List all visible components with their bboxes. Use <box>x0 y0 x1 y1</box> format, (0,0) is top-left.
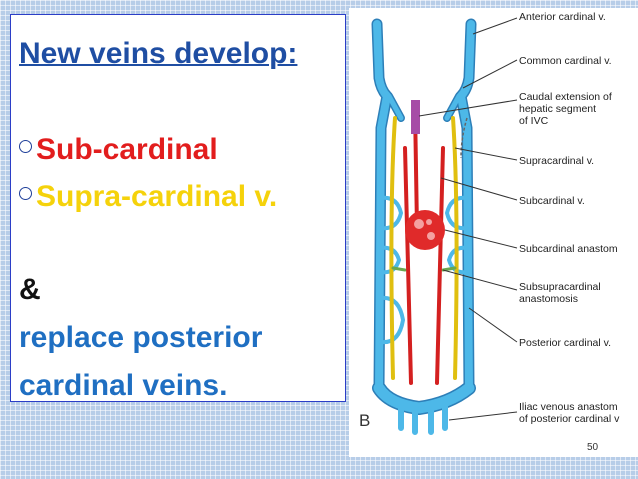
label-subcardinal-anastomosis: Subcardinal anastom <box>519 243 618 255</box>
subcardinal-anastomosis <box>405 210 445 250</box>
ampersand: & <box>19 273 41 306</box>
label-iliac-1: Iliac venous anastom <box>519 401 618 413</box>
posterior-cardinal-veins-fill <box>373 20 475 435</box>
label-subcardinal: Subcardinal v. <box>519 195 585 207</box>
text-panel: New veins develop: Sub-cardinal Supra-ca… <box>10 14 346 402</box>
hepatic-segment-ivc <box>411 100 420 134</box>
label-caudal-extension-1: Caudal extension of <box>519 91 612 103</box>
label-posterior-cardinal: Posterior cardinal v. <box>519 337 611 349</box>
bullet-circle-icon <box>19 140 32 153</box>
bullet-supra-cardinal-text: Supra-cardinal v. <box>36 180 278 213</box>
vein-diagram-figure: Anterior cardinal v. Common cardinal v. … <box>349 8 638 457</box>
label-anterior-cardinal: Anterior cardinal v. <box>519 11 606 23</box>
bullet-supra-cardinal: Supra-cardinal v. <box>19 180 277 214</box>
page-number: 50 <box>587 442 599 453</box>
bullet-circle-icon <box>19 187 32 200</box>
label-subsupracardinal-1: Subsupracardinal <box>519 281 601 293</box>
label-caudal-extension-3: of IVC <box>519 115 549 127</box>
slide-heading: New veins develop: <box>19 37 298 70</box>
figure-letter: B <box>359 411 370 430</box>
bullet-sub-cardinal: Sub-cardinal <box>19 133 218 167</box>
leader-lines <box>418 17 518 421</box>
label-supracardinal: Supracardinal v. <box>519 155 594 167</box>
supracardinal-veins <box>389 116 459 380</box>
replace-text-line-1: replace posterior <box>19 321 263 354</box>
label-iliac-2: of posterior cardinal v <box>519 413 620 425</box>
replace-text-line-2: cardinal veins. <box>19 369 228 402</box>
bullet-sub-cardinal-text: Sub-cardinal <box>36 133 218 166</box>
vein-diagram: Anterior cardinal v. Common cardinal v. … <box>359 11 620 453</box>
label-caudal-extension-2: hepatic segment <box>519 103 596 115</box>
label-subsupracardinal-2: anastomosis <box>519 293 578 305</box>
label-common-cardinal: Common cardinal v. <box>519 55 612 67</box>
